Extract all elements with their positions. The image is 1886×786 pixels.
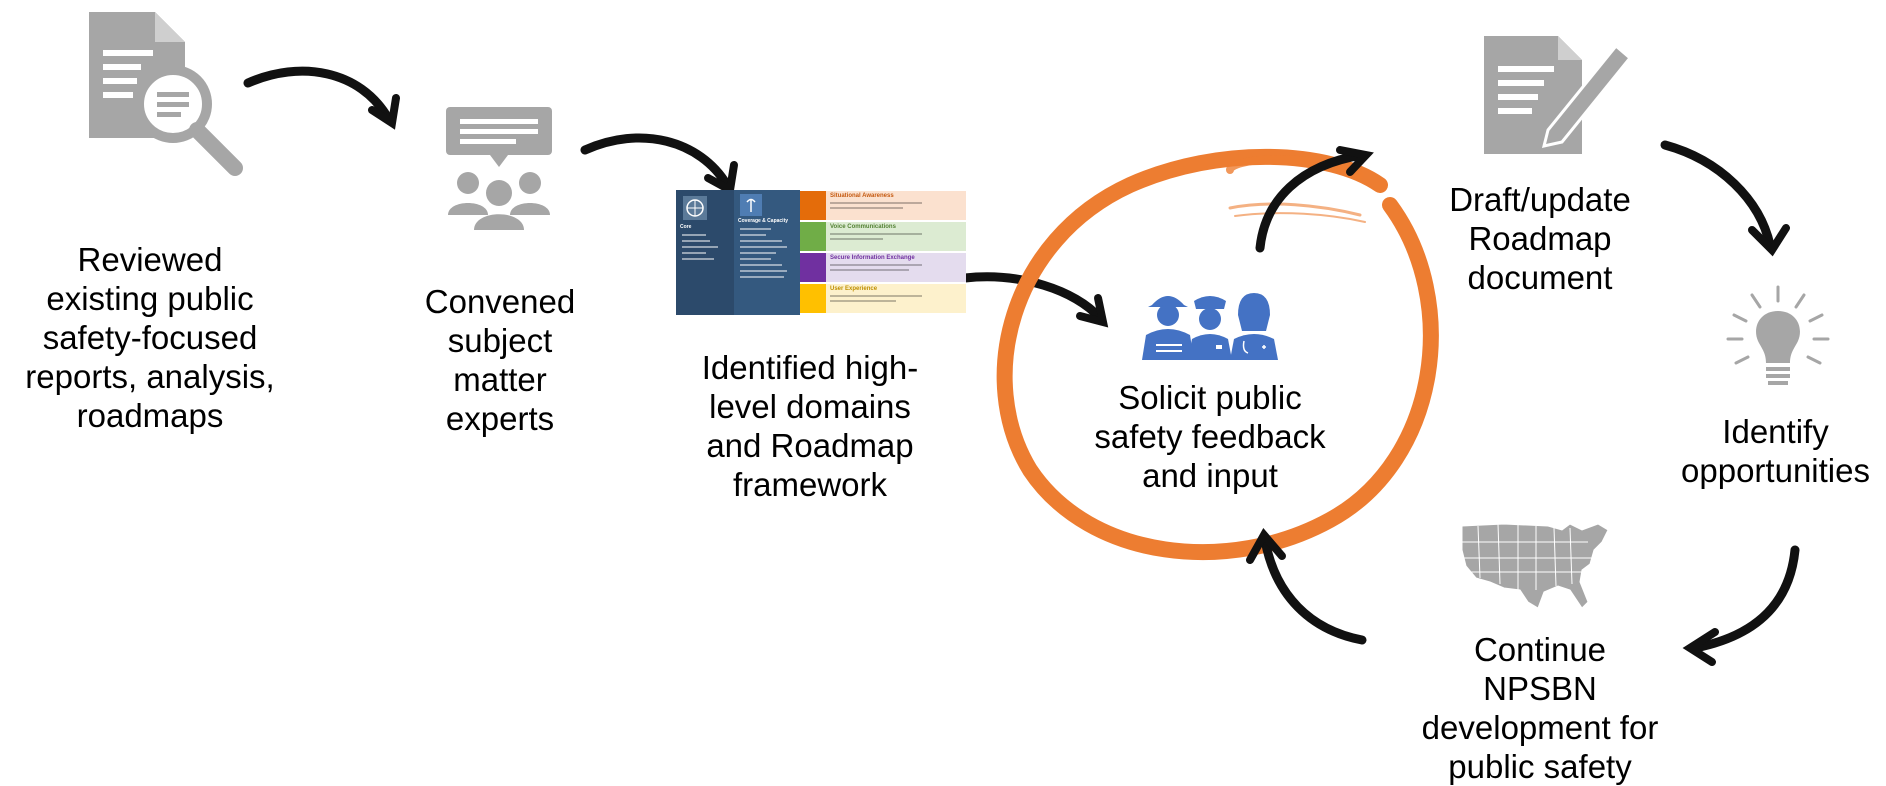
lightbulb-icon [1726,285,1830,385]
framework-core-column: Core [676,190,734,315]
framework-row-voice: Voice Communications [800,222,966,251]
step-opportunities-label: Identify opportunities [1681,413,1870,489]
step-solicit-label: Solicit public safety feedback and input [1094,379,1326,494]
coverage-antenna-icon [740,194,762,216]
step-reviewed-label: Reviewed existing public safety-focused … [25,241,275,434]
document-search-icon [89,12,243,176]
roadmap-framework-thumbnail: Core Coverage & Capacity Situational Awa… [676,190,966,315]
framework-row-user-experience: User Experience [800,284,966,313]
step-continue-label: Continue NPSBN development for public sa… [1421,631,1659,785]
step-draft-label: Draft/update Roadmap document [1449,181,1631,296]
core-globe-icon [683,196,707,220]
framework-coverage-column: Coverage & Capacity [734,190,800,315]
framework-core-title: Core [680,224,692,230]
arrow-solicit-to-draft [1255,146,1374,253]
us-map-icon [1461,523,1609,609]
arrow-convened-to-framework [580,133,738,197]
arrow-reviewed-to-convened [243,66,400,130]
arrow-framework-to-solicit [960,272,1109,328]
arrow-draft-to-opportunities [1660,140,1790,257]
meeting-people-icon [446,107,552,230]
framework-row-secure-info: Secure Information Exchange [800,253,966,282]
step-identified-label: Identified high- level domains and Roadm… [701,349,919,503]
arrow-opportunities-to-continue [1682,545,1800,666]
step-convened-label: Convened subject matter experts [424,283,576,437]
framework-row-situational: Situational Awareness [800,191,966,220]
document-edit-icon [1484,36,1633,154]
framework-coverage-title: Coverage & Capacity [738,218,789,224]
highlight-ring [996,148,1439,561]
arrow-continue-to-solicit [1246,528,1367,645]
first-responders-icon [1142,293,1278,360]
